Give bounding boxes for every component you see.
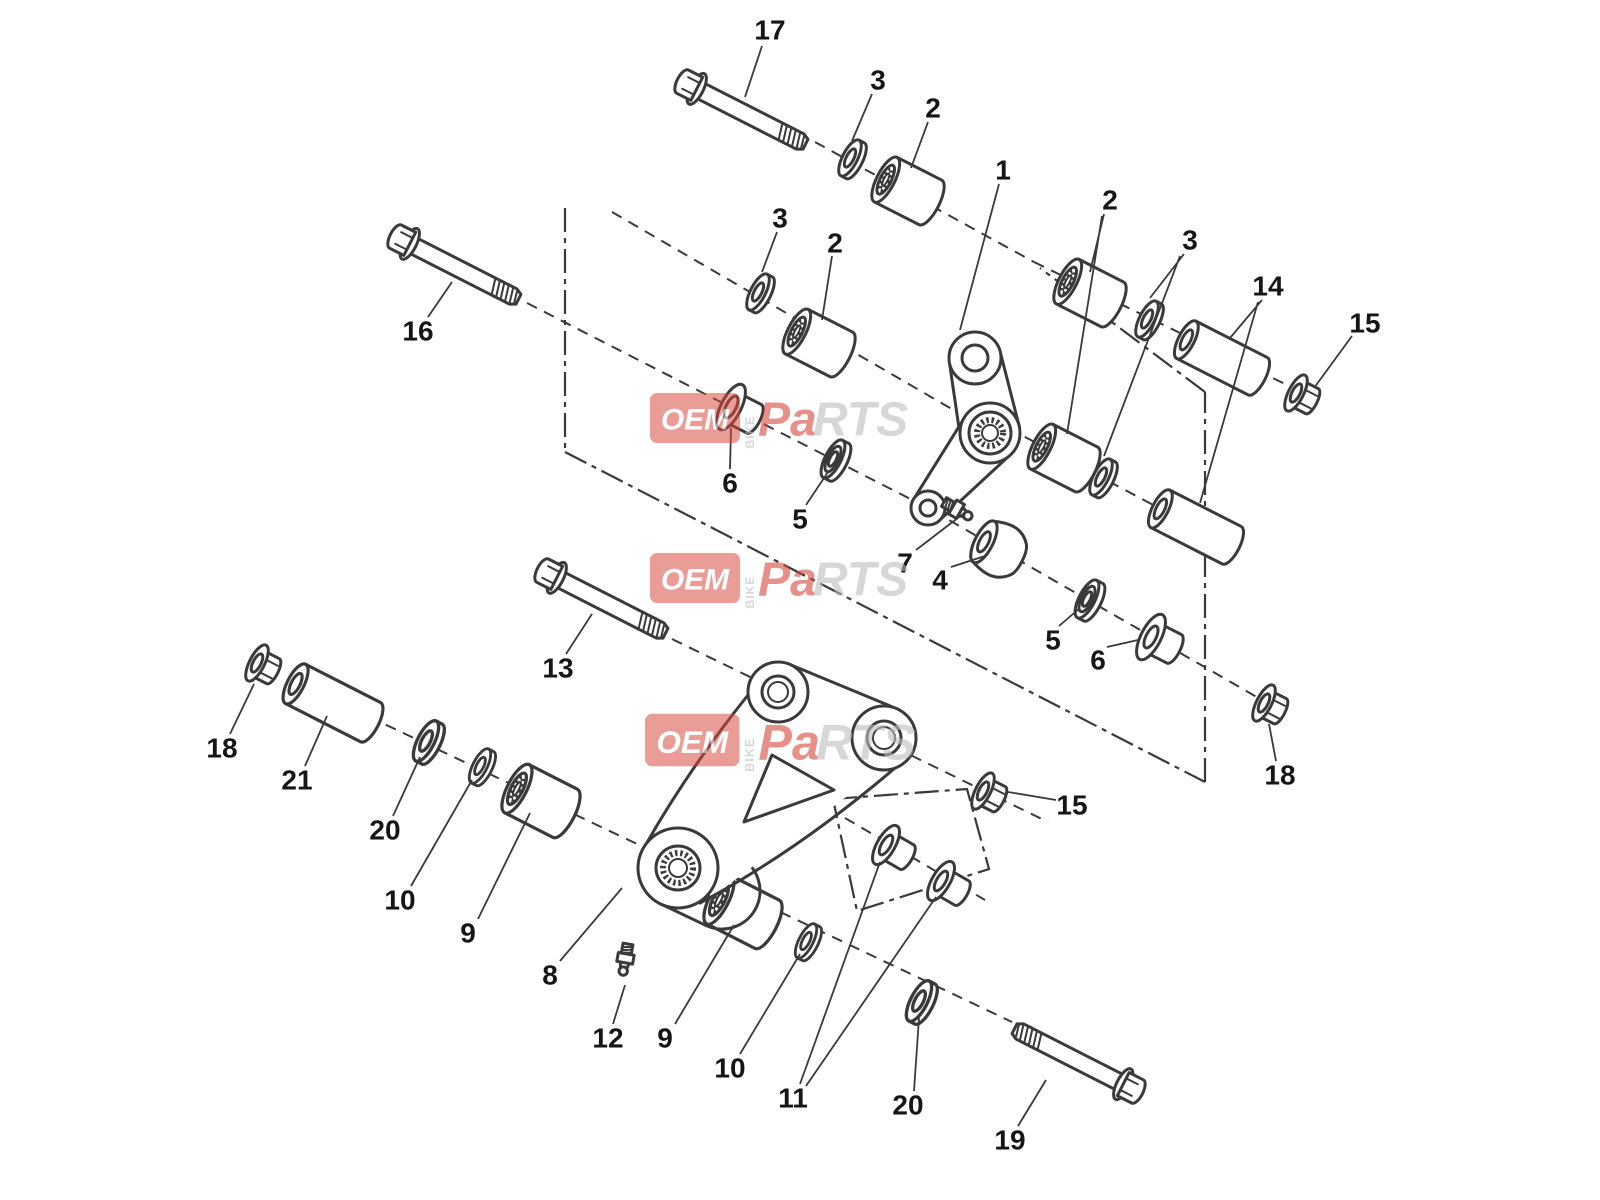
part-1-suspension-link-arm [909,330,1022,527]
callout-20: 20 [369,815,400,846]
callout-1: 1 [995,155,1011,186]
callout-20: 20 [892,1090,923,1121]
callout-6: 6 [1090,645,1106,676]
callout-leader-lines [229,45,1353,1127]
callout-15: 15 [1349,308,1380,339]
callout-2: 2 [1102,185,1118,216]
callout-3: 3 [1182,225,1198,256]
callout-13: 13 [542,653,573,684]
callout-18: 18 [206,733,237,764]
callout-10: 10 [384,885,415,916]
callout-12: 12 [592,1023,623,1054]
callout-2: 2 [925,93,941,124]
callout-4: 4 [932,565,948,596]
callout-5: 5 [792,504,808,535]
callout-10: 10 [714,1053,745,1084]
callout-labels: 17 3 2 1 2 3 14 15 16 3 2 6 5 7 4 5 6 13… [206,15,1380,1156]
callout-6: 6 [722,468,738,499]
callout-9: 9 [460,918,476,949]
callout-15: 15 [1056,790,1087,821]
callout-3: 3 [772,203,788,234]
callout-2: 2 [827,228,843,259]
callout-5: 5 [1045,625,1061,656]
callout-3: 3 [870,65,886,96]
callout-19: 19 [994,1125,1025,1156]
callout-21: 21 [281,765,312,796]
callout-18: 18 [1264,760,1295,791]
callout-16: 16 [402,316,433,347]
watermark [650,553,909,609]
callout-9: 9 [657,1023,673,1054]
watermark [645,713,917,772]
callout-17: 17 [754,15,785,46]
callout-11: 11 [778,1083,808,1114]
callout-14: 14 [1252,271,1284,302]
watermark [650,393,909,449]
callout-8: 8 [542,960,558,991]
